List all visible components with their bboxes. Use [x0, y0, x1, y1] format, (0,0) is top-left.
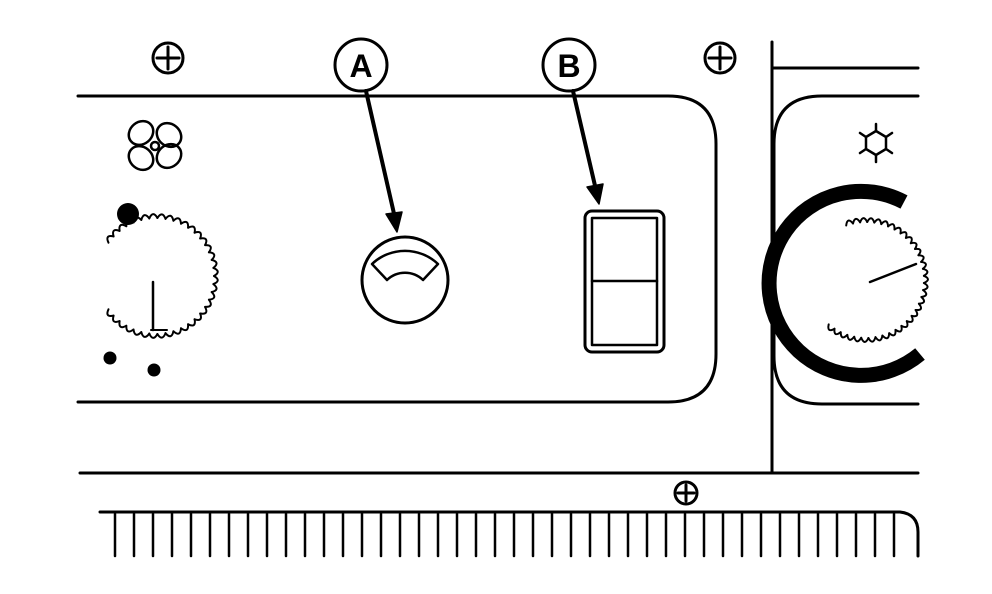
temperature-knob[interactable]	[761, 183, 929, 383]
sun-icon	[864, 129, 888, 157]
knob-indicator-dot	[147, 363, 161, 377]
knob-indicator-dot	[103, 351, 117, 365]
screw-icon	[673, 480, 699, 506]
rocker-switch[interactable]	[583, 209, 666, 354]
screw-icon	[151, 41, 185, 75]
temperature-scale-arc	[761, 183, 925, 383]
callout-b	[541, 37, 604, 205]
callout-label-b: B	[557, 48, 580, 84]
main-panel	[76, 94, 718, 404]
fan-icon	[127, 119, 183, 172]
callout-a	[333, 37, 403, 233]
knob-indicator-dot	[117, 203, 139, 225]
fan-speed-knob[interactable]	[106, 213, 219, 339]
knob-pointer	[868, 262, 918, 284]
vent-grille	[98, 510, 920, 558]
gauge-indicator	[360, 235, 450, 325]
callout-label-a: A	[349, 48, 372, 84]
screw-icon	[703, 41, 737, 75]
